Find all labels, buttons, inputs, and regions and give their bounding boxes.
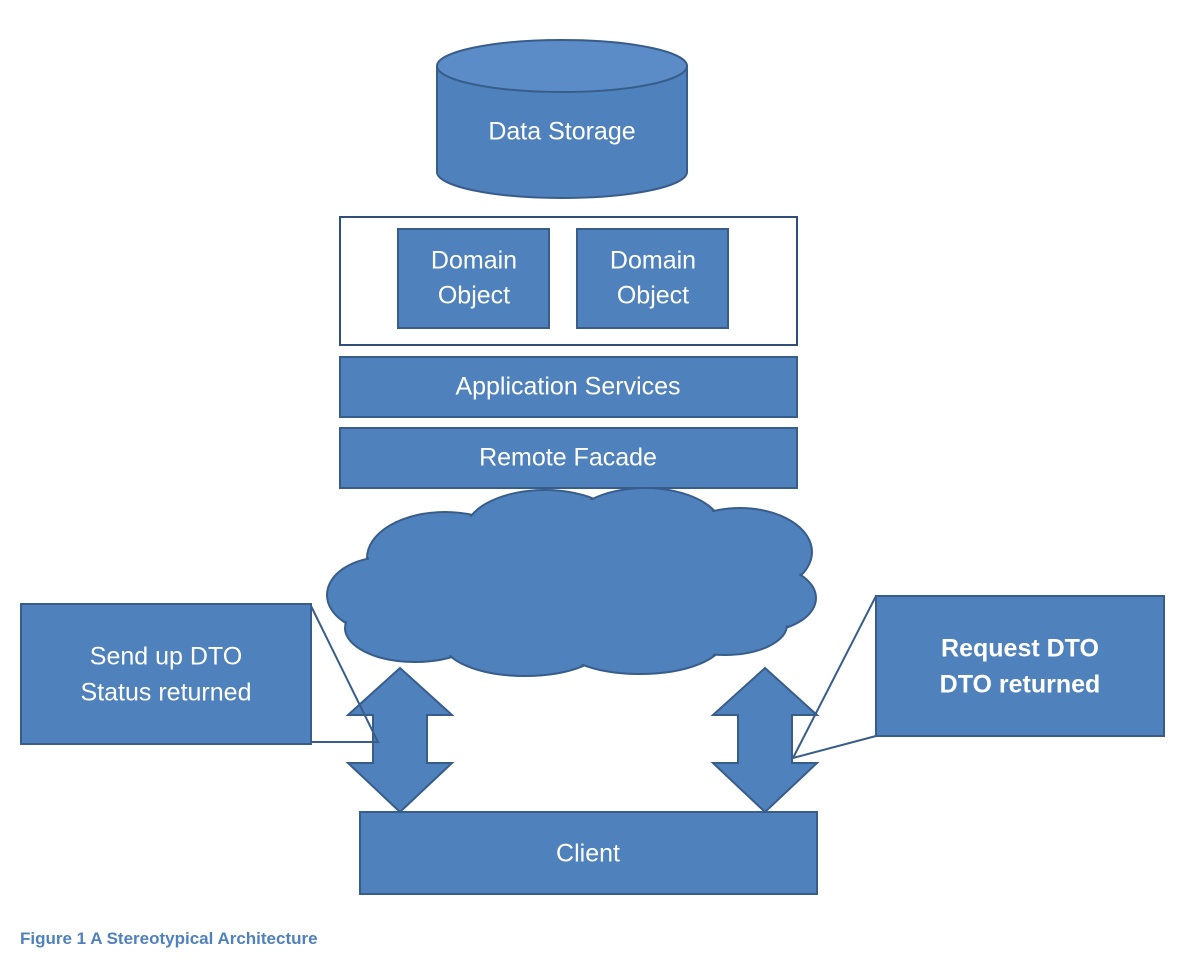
- left-bidirectional-arrow: [345, 666, 455, 814]
- application-services-bar: Application Services: [339, 356, 798, 418]
- domain-object-box: Domain Object: [576, 228, 729, 329]
- left-callout-label-line1: Send up DTO: [90, 643, 242, 671]
- remote-facade-label: Remote Facade: [479, 444, 657, 472]
- data-storage-cylinder: Data Storage: [436, 39, 688, 199]
- right-callout-pointer: [791, 595, 877, 760]
- left-callout: Send up DTO Status returned: [20, 603, 380, 745]
- domain-object-label-line2: Object: [438, 282, 510, 310]
- client-box: Client: [359, 811, 818, 895]
- domain-object-label-line2: Object: [617, 282, 689, 310]
- domain-object-box: Domain Object: [397, 228, 550, 329]
- right-callout-label-line1: Request DTO: [941, 635, 1099, 663]
- domain-object-label-line1: Domain: [431, 247, 517, 275]
- right-callout: Request DTO DTO returned: [791, 595, 1165, 760]
- left-callout-pointer: [310, 605, 380, 743]
- client-label: Client: [556, 840, 620, 868]
- data-storage-label: Data Storage: [488, 118, 635, 146]
- left-callout-label-line2: Status returned: [81, 679, 252, 707]
- remote-facade-bar: Remote Facade: [339, 427, 798, 489]
- network-cloud-shape: [326, 487, 817, 677]
- right-callout-label-line2: DTO returned: [940, 671, 1101, 699]
- application-services-label: Application Services: [455, 373, 680, 401]
- figure-caption: Figure 1 A Stereotypical Architecture: [20, 929, 318, 948]
- domain-object-label-line1: Domain: [610, 247, 696, 275]
